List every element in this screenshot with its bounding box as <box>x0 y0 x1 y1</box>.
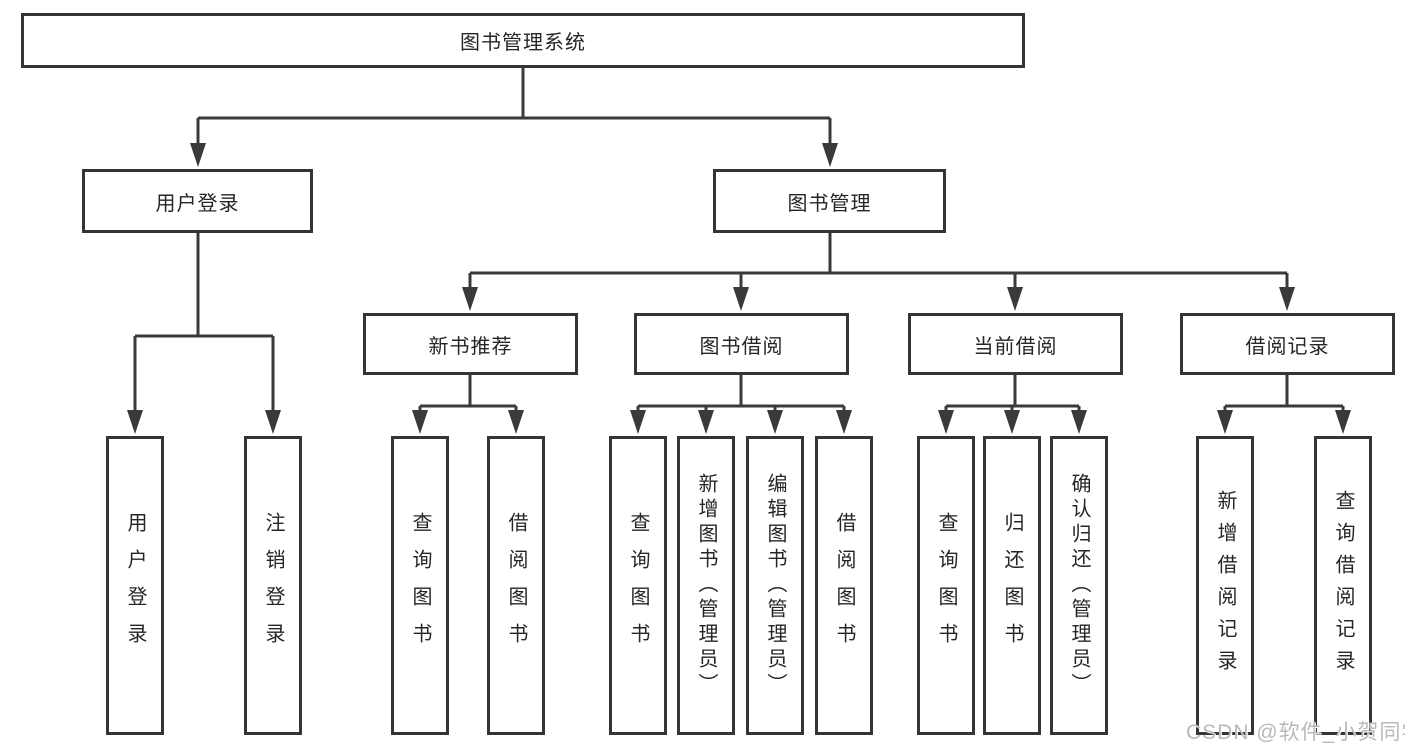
connector-book-borrow-branch <box>630 375 852 434</box>
connector-root-to-level2 <box>190 68 838 167</box>
leaf-return-book-label: 归还图书 <box>1001 511 1023 660</box>
leaf-add-borrow-record-label: 新增借阅记录 <box>1214 489 1236 682</box>
leaf-borrow-query-book-label: 查询图书 <box>627 511 649 660</box>
node-book-borrow: 图书借阅 <box>634 313 849 375</box>
connector-new-book-branch <box>412 375 524 434</box>
node-user-login: 用户登录 <box>82 169 313 233</box>
leaf-return-book: 归还图书 <box>983 436 1041 735</box>
leaf-recommend-query-book: 查询图书 <box>391 436 449 735</box>
node-current-borrow-label: 当前借阅 <box>973 335 1058 358</box>
leaf-recommend-borrow-book: 借阅图书 <box>487 436 545 735</box>
leaf-query-borrow-record: 查询借阅记录 <box>1314 436 1372 735</box>
leaf-borrow-query-book: 查询图书 <box>609 436 667 735</box>
connector-user-login-branch <box>127 233 281 434</box>
leaf-user-login-label: 用户登录 <box>124 511 146 660</box>
node-borrow-record: 借阅记录 <box>1180 313 1395 375</box>
leaf-recommend-borrow-book-label: 借阅图书 <box>505 511 527 660</box>
leaf-user-login: 用户登录 <box>106 436 164 735</box>
node-book-mgmt-label: 图书管理 <box>787 192 872 215</box>
node-root-label: 图书管理系统 <box>460 32 586 54</box>
csdn-watermark: CSDN @软件_小贺同学 <box>1186 721 1405 744</box>
leaf-edit-book-admin: 编辑图书（管理员） <box>746 436 804 735</box>
node-book-borrow-label: 图书借阅 <box>699 335 784 358</box>
node-user-login-label: 用户登录 <box>155 192 240 215</box>
leaf-current-query-book-label: 查询图书 <box>935 511 957 660</box>
leaf-logout: 注销登录 <box>244 436 302 735</box>
leaf-add-book-admin: 新增图书（管理员） <box>677 436 735 735</box>
leaf-logout-label: 注销登录 <box>262 511 284 660</box>
leaf-query-borrow-record-label: 查询借阅记录 <box>1332 489 1354 682</box>
node-root: 图书管理系统 <box>21 13 1025 68</box>
leaf-recommend-query-book-label: 查询图书 <box>409 511 431 660</box>
leaf-current-query-book: 查询图书 <box>917 436 975 735</box>
node-new-book-recommend: 新书推荐 <box>363 313 578 375</box>
leaf-edit-book-admin-label: 编辑图书（管理员） <box>764 473 786 698</box>
connector-book-mgmt-branch <box>462 233 1295 311</box>
node-borrow-record-label: 借阅记录 <box>1245 335 1330 358</box>
node-new-book-recommend-label: 新书推荐 <box>428 335 513 358</box>
connector-borrow-record-branch <box>1217 375 1351 434</box>
leaf-borrow-book: 借阅图书 <box>815 436 873 735</box>
leaf-add-book-admin-label: 新增图书（管理员） <box>695 473 717 698</box>
node-current-borrow: 当前借阅 <box>908 313 1123 375</box>
connector-current-borrow-branch <box>938 375 1087 434</box>
leaf-add-borrow-record: 新增借阅记录 <box>1196 436 1254 735</box>
leaf-borrow-book-label: 借阅图书 <box>833 511 855 660</box>
node-book-mgmt: 图书管理 <box>713 169 946 233</box>
leaf-confirm-return-admin-label: 确认归还（管理员） <box>1068 473 1090 698</box>
leaf-confirm-return-admin: 确认归还（管理员） <box>1050 436 1108 735</box>
